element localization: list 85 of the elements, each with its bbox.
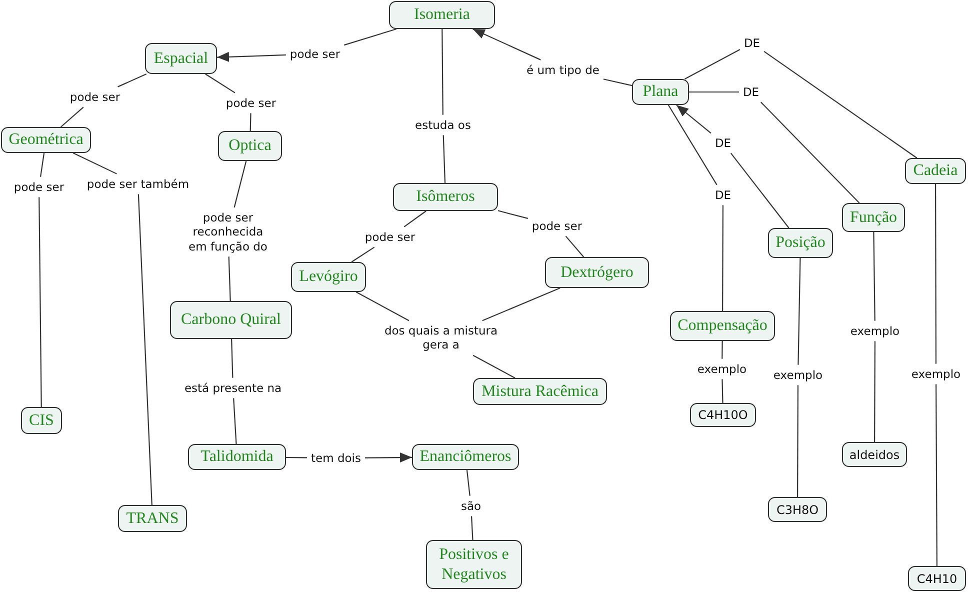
connector-line: [798, 258, 801, 365]
connector-line: [498, 210, 528, 219]
concept-box: aldeidos: [842, 442, 907, 467]
connector-line: [722, 341, 723, 359]
linking-phrase: exemplo: [910, 366, 962, 382]
connector-line: [118, 74, 147, 88]
linking-phrase: pode ser: [68, 90, 122, 104]
connector-line: [689, 91, 739, 93]
connector-line: [934, 184, 937, 364]
linking-phrase: é um tipo de: [526, 62, 600, 78]
connector-line: [797, 385, 798, 497]
connector-line: [234, 160, 247, 208]
arrow: [472, 28, 541, 60]
concept-box: Função: [842, 203, 905, 232]
concept-box: Plana: [632, 79, 689, 105]
connector-line: [250, 113, 252, 132]
arrow: [216, 52, 286, 62]
connector-line: [138, 194, 152, 506]
concept-box: Levógiro: [291, 262, 366, 292]
connector-line: [231, 338, 234, 378]
linking-phrase: pode ser: [364, 230, 416, 244]
concept-box: Mistura Racêmica: [473, 378, 607, 405]
linking-phrase: exemplo: [849, 324, 901, 338]
connector-line: [344, 28, 397, 46]
concept-box: Isômeros: [393, 183, 498, 211]
connector-line: [472, 354, 516, 378]
concept-box: Espacial: [145, 43, 217, 74]
connector-line: [722, 379, 724, 404]
connector-line: [351, 246, 375, 262]
connector-line: [730, 152, 790, 228]
connector-line: [603, 78, 632, 86]
connector-line: [286, 456, 308, 458]
concept-box: Isomeria: [389, 1, 495, 29]
connector-line: [936, 384, 938, 566]
connector-line: [565, 236, 584, 258]
concept-box: Compensação: [670, 311, 775, 341]
linking-phrase: pode ser reconhecida em função do: [186, 210, 270, 254]
concept-box: Positivos e Negativos: [426, 540, 522, 589]
concept-box: C4H10O: [690, 403, 756, 427]
concept-box: Dextrógero: [545, 257, 649, 288]
linking-phrase: pode ser também: [86, 176, 190, 192]
connector-line: [228, 256, 231, 302]
connector-line: [205, 74, 236, 94]
connector-line: [38, 197, 42, 407]
connector-line: [466, 470, 470, 496]
linking-phrase: estuda os: [414, 118, 472, 132]
linking-phrase: exemplo: [772, 368, 824, 382]
connector-line: [470, 516, 474, 540]
arrow: [364, 452, 412, 462]
concept-box: TRANS: [118, 505, 187, 532]
connector-line: [874, 341, 876, 442]
concept-box: C3H8O: [768, 497, 827, 522]
connector-line: [60, 106, 84, 128]
concept-box: C4H10: [908, 566, 966, 591]
connector-line: [722, 205, 724, 311]
connector-line: [40, 152, 45, 177]
linking-phrase: pode ser: [288, 46, 342, 62]
linking-phrase: exemplo: [696, 362, 748, 376]
linking-phrase: pode ser: [12, 180, 66, 194]
connector-line: [760, 102, 860, 204]
connector-line: [684, 48, 740, 80]
connector-line: [72, 152, 117, 174]
concept-box: Geométrica: [1, 127, 91, 153]
linking-phrase: tem dois: [310, 450, 362, 466]
connector-line: [873, 232, 876, 321]
connector-line: [764, 50, 918, 158]
linking-phrase: pode ser: [530, 218, 584, 234]
concept-box: Enanciômeros: [412, 444, 519, 470]
concept-box: Cadeia: [905, 158, 966, 184]
concept-box: Talidomida: [188, 444, 286, 470]
linking-phrase: está presente na: [183, 380, 283, 396]
linking-phrase: pode ser: [224, 96, 278, 110]
connector-line: [233, 398, 237, 444]
concept-box: CIS: [21, 407, 62, 434]
connector-line: [668, 104, 718, 186]
arrow: [676, 104, 712, 134]
connector-line: [482, 288, 560, 322]
concept-box: Carbono Quiral: [170, 301, 292, 339]
concept-box: Optica: [218, 131, 282, 161]
connector-line: [442, 135, 446, 184]
connector-line: [404, 210, 426, 228]
concept-box: Posição: [768, 228, 833, 258]
connector-line: [442, 29, 444, 115]
linking-phrase: são: [460, 498, 482, 514]
connector-line: [356, 292, 410, 322]
